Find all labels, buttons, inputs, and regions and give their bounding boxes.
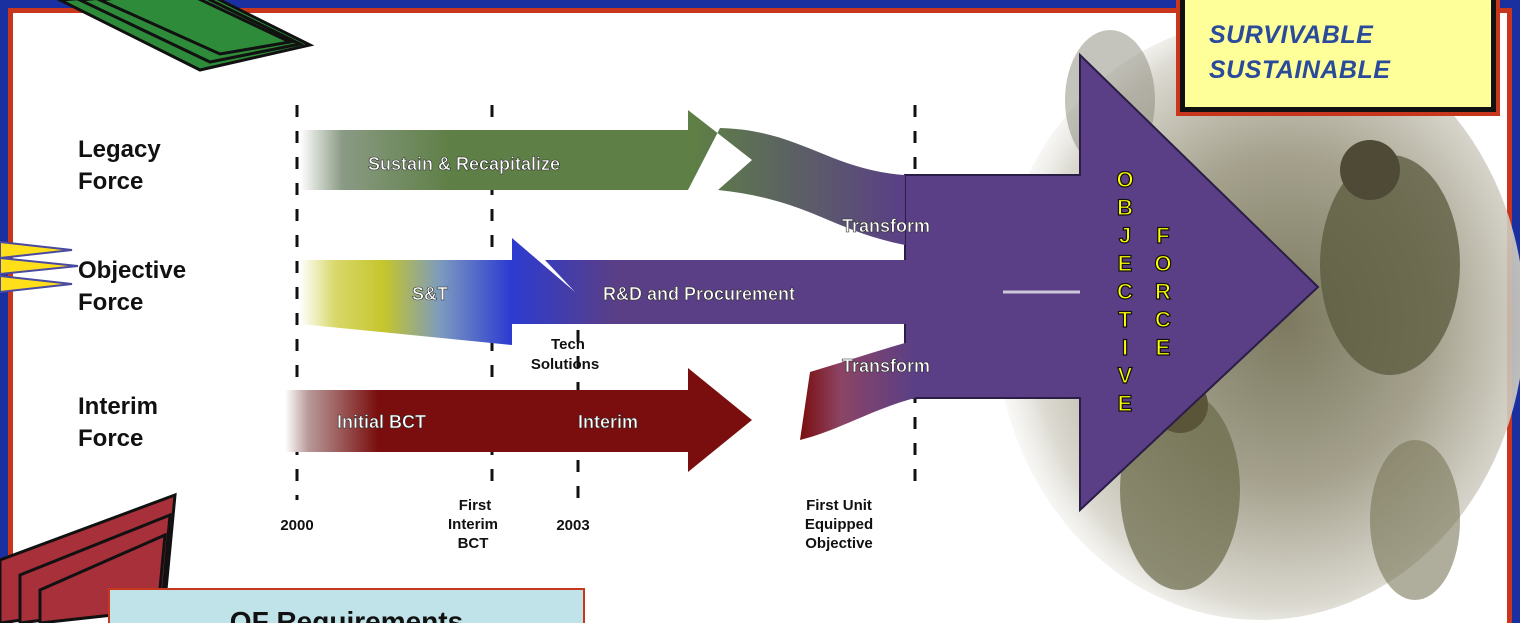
legacy-force-label-1: Legacy	[78, 136, 161, 163]
interim-force-label-2: Force	[78, 425, 143, 452]
force-letter: R	[1155, 279, 1171, 304]
objective-letter: E	[1118, 251, 1133, 276]
legacy-force-label-2: Force	[78, 168, 143, 195]
objective-force-label-2: Force	[78, 289, 143, 316]
initial-bct-label: Initial BCT	[337, 412, 426, 432]
first-interim-label-2: Interim	[448, 516, 498, 533]
green-chevron-decoration	[56, 0, 315, 72]
objective-letter: O	[1116, 167, 1133, 192]
interim-force-label-1: Interim	[78, 393, 158, 420]
first-interim-label-1: First	[459, 497, 492, 514]
force-letter: F	[1156, 223, 1169, 248]
objective-force-arrow	[904, 52, 1320, 513]
objective-letter: T	[1118, 307, 1132, 332]
objective-force-label-1: Objective	[78, 257, 186, 284]
year-2003-label: 2003	[556, 517, 589, 534]
rd-label: R&D and Procurement	[603, 284, 795, 304]
attribute-survivable: SURVIVABLE	[1209, 21, 1374, 49]
objective-letter: I	[1122, 335, 1128, 360]
force-letter: O	[1154, 251, 1171, 276]
objective-letter: E	[1118, 391, 1133, 416]
interim-arrow	[285, 368, 752, 472]
fue-label-1: First Unit	[806, 497, 872, 514]
objective-letter: V	[1118, 363, 1133, 388]
requirements-box: OF Requirements	[108, 588, 585, 623]
objective-rd-arrow	[300, 238, 1003, 345]
requirements-label: OF Requirements	[229, 606, 464, 623]
attribute-sustainable: SUSTAINABLE	[1209, 56, 1391, 84]
objective-letter: B	[1117, 195, 1133, 220]
st-label: S&T	[412, 284, 448, 304]
sustain-label: Sustain & Recapitalize	[368, 154, 560, 174]
attributes-box: SURVIVABLE SUSTAINABLE	[1176, 0, 1500, 116]
yellow-chevron-decoration	[0, 240, 79, 294]
objective-letter: J	[1119, 223, 1131, 248]
first-interim-label-3: BCT	[458, 535, 489, 552]
force-letter: C	[1155, 307, 1171, 332]
fue-label-2: Equipped	[805, 516, 873, 533]
fue-label-3: Objective	[805, 535, 873, 552]
tech-solutions-label-2: Solutions	[531, 356, 599, 373]
transform-top-label: Transform	[842, 216, 930, 236]
tech-solutions-label-1: Tech	[551, 336, 585, 353]
legacy-arrow	[300, 110, 905, 245]
transform-bottom-label: Transform	[842, 356, 930, 376]
force-letter: E	[1156, 335, 1171, 360]
objective-letter: C	[1117, 279, 1133, 304]
interim-arrow-label: Interim	[578, 412, 638, 432]
year-2000-label: 2000	[280, 517, 313, 534]
interim-transform-arrow	[800, 340, 915, 440]
